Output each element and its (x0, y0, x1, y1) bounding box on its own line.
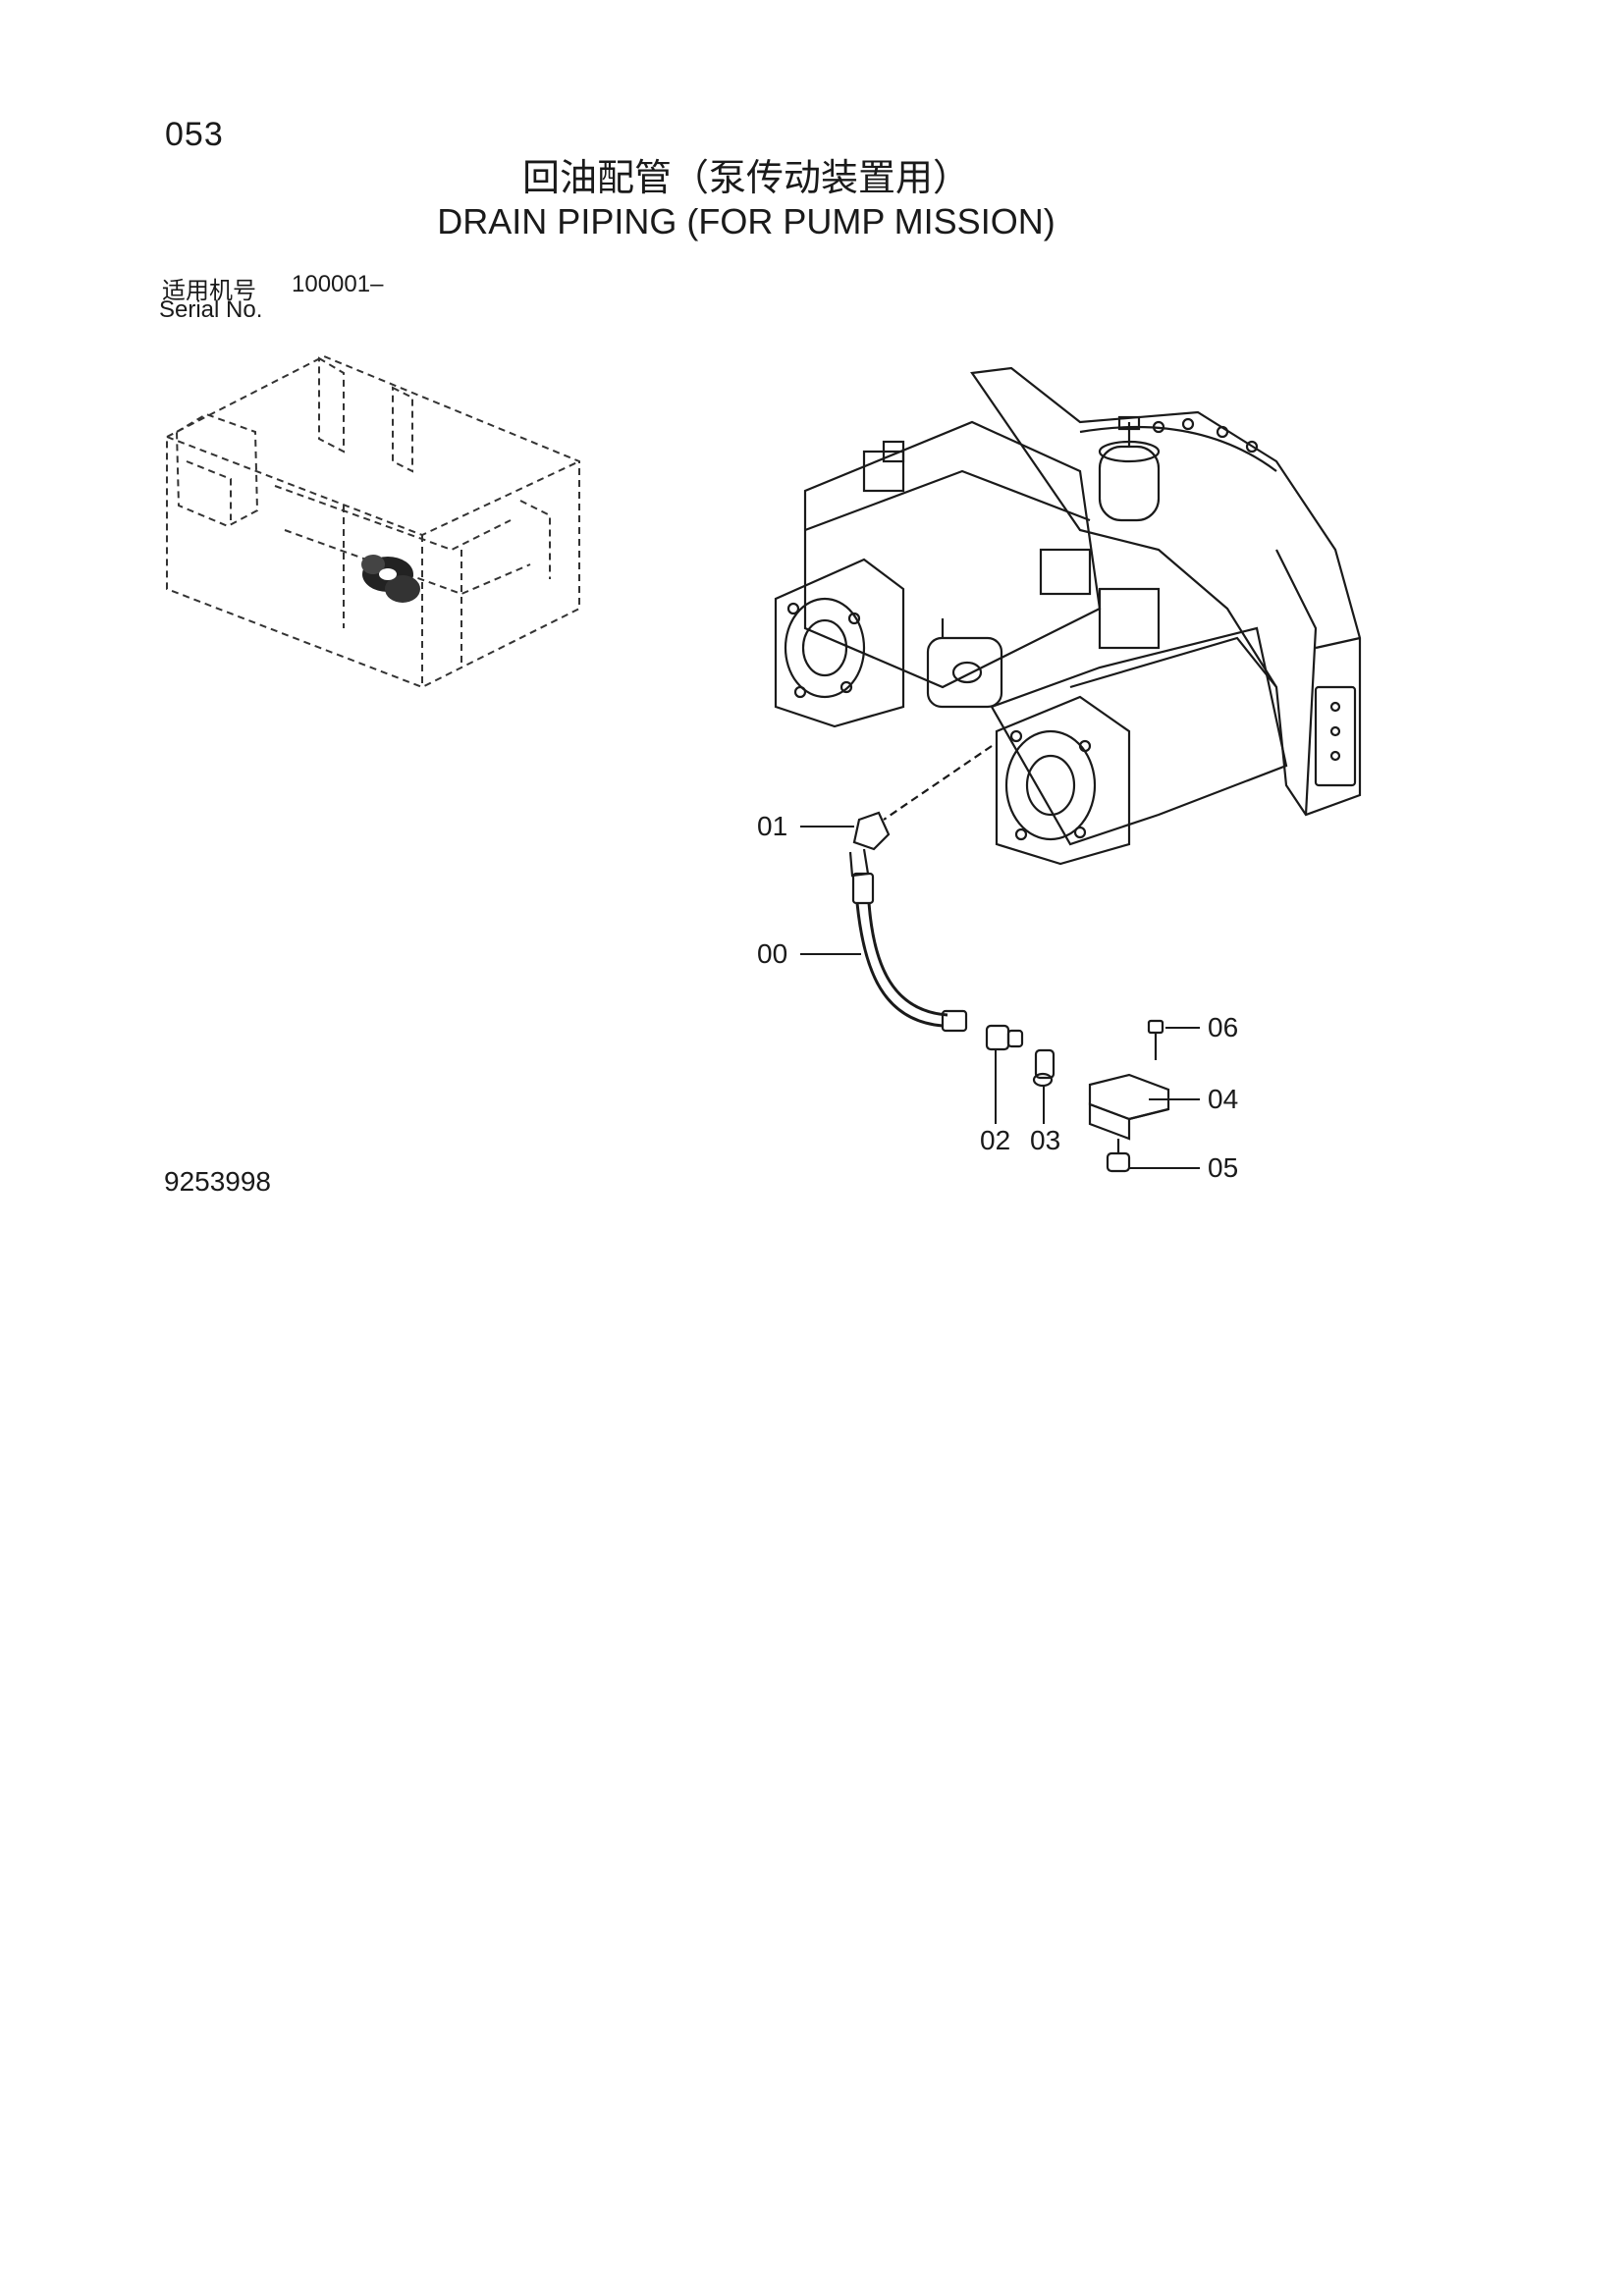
callout-02: 02 (980, 1125, 1011, 1155)
pump-assembly-drawing (774, 366, 1362, 1173)
callout-04: 04 (1208, 1084, 1239, 1114)
callout-00: 00 (757, 938, 788, 969)
serial-label-english: Serial No. (159, 296, 263, 323)
callout-06: 06 (1208, 1012, 1239, 1042)
serial-value: 100001– (292, 271, 384, 297)
page-title-chinese: 回油配管（泵传动装置用） (521, 156, 970, 199)
serial-label-chinese: 适用机号 (162, 277, 256, 304)
pump-location-highlight (361, 555, 420, 603)
page-number: 053 (165, 116, 224, 153)
callout-03: 03 (1030, 1125, 1061, 1155)
machine-outline-dashed (166, 354, 580, 689)
page-title-english: DRAIN PIPING (FOR PUMP MISSION) (437, 201, 1056, 241)
callout-05: 05 (1208, 1152, 1239, 1183)
callout-leader-lines (800, 826, 1200, 1169)
drawing-number: 9253998 (164, 1166, 272, 1197)
callout-01: 01 (757, 811, 788, 841)
